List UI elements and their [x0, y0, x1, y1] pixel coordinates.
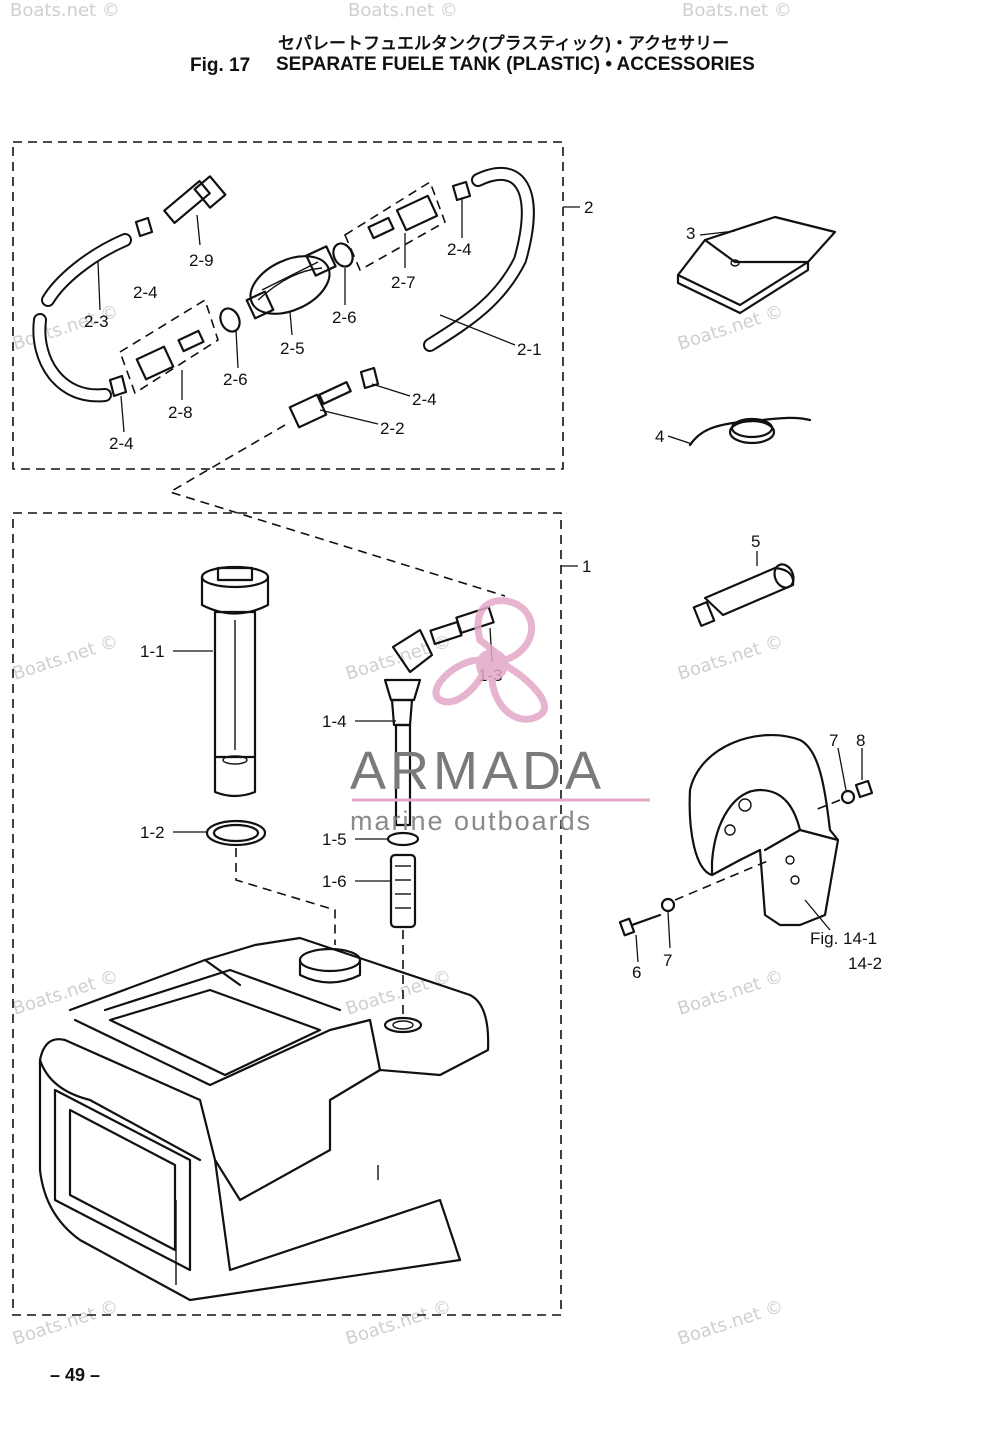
label-1-5: 1-5 [322, 830, 347, 849]
check-valve-2-8 [108, 298, 219, 398]
label-2-1: 2-1 [517, 340, 542, 359]
connector-2-2 [288, 366, 380, 429]
label-5: 5 [751, 532, 760, 551]
label-2-7: 2-7 [391, 273, 416, 292]
leaders-2 [97, 198, 516, 597]
site-watermark: Boats.net © [343, 631, 454, 685]
label-7: 7 [829, 731, 838, 750]
label-8: 8 [856, 731, 865, 750]
site-watermark: Boats.net © [675, 966, 786, 1020]
site-watermark: Boats.net © [675, 1296, 786, 1350]
label-6: 6 [632, 963, 641, 982]
clamp-bracket-fig14 [688, 733, 840, 927]
fuel-line-assembly-box [12, 141, 564, 470]
label-7: 7 [663, 951, 672, 970]
site-watermark: Boats.net © [343, 1296, 454, 1350]
gasket-1-2 [205, 819, 267, 847]
title-japanese: セパレートフュエルタンク(プラスティック)・アクセサリー [278, 33, 729, 53]
armada-watermark: ARMADA marine outboards [350, 597, 650, 836]
armada-brand: ARMADA [350, 741, 605, 801]
label-2-4: 2-4 [133, 283, 158, 302]
label-2-4: 2-4 [447, 240, 472, 259]
assembly-line [235, 848, 336, 945]
safety-cord-4 [688, 416, 812, 447]
hose-2-3 [32, 233, 132, 403]
label-2: 2 [584, 198, 593, 217]
label-1-6: 1-6 [322, 872, 347, 891]
hose-2-1 [423, 167, 535, 352]
bolt-6 [618, 913, 662, 937]
label-1: 1 [582, 557, 591, 576]
label-3: 3 [686, 224, 695, 243]
site-watermarks: Boats.net © Boats.net © Boats.net © Boat… [10, 0, 792, 1350]
fuel-tank-assembly-box [12, 512, 562, 1316]
site-watermark: Boats.net © [682, 0, 792, 21]
label-1-4: 1-4 [322, 712, 347, 731]
washer-7 [660, 897, 676, 913]
label-fig-14-1: Fig. 14-1 [810, 929, 877, 948]
label-2-4: 2-4 [412, 390, 437, 409]
assembly-line [814, 799, 841, 811]
propeller-logo-icon [432, 597, 548, 723]
label-2-6: 2-6 [332, 308, 357, 327]
label-1-1: 1-1 [140, 642, 165, 661]
washer-7 [840, 789, 856, 805]
label-2-2: 2-2 [380, 419, 405, 438]
fuel-filter-5 [692, 563, 795, 627]
label-2-3: 2-3 [84, 312, 109, 331]
label-14-2: 14-2 [848, 954, 882, 973]
armada-tagline: marine outboards [350, 806, 592, 836]
site-watermark: Boats.net © [10, 1296, 121, 1350]
fig-number: Fig. 17 [190, 55, 250, 76]
site-watermark: Boats.net © [675, 631, 786, 685]
label-2-5: 2-5 [280, 339, 305, 358]
assembly-line [674, 859, 771, 901]
label-2-9: 2-9 [189, 251, 214, 270]
fuel-gauge-1-1 [200, 565, 270, 798]
label-4: 4 [655, 427, 664, 446]
connector-2-9 [134, 175, 227, 238]
site-watermark: Boats.net © [10, 631, 121, 685]
label-2-6: 2-6 [223, 370, 248, 389]
filter-1-6 [389, 853, 417, 929]
fuel-tank-body [38, 936, 490, 1302]
label-2-4: 2-4 [109, 434, 134, 453]
label-2-8: 2-8 [168, 403, 193, 422]
page-number: – 49 – [50, 1365, 100, 1385]
fuel-pickup-1-4 [383, 678, 422, 827]
check-valve-2-7 [343, 180, 472, 272]
title-english: SEPARATE FUELE TANK (PLASTIC) • ACCESSOR… [276, 54, 755, 75]
site-watermark: Boats.net © [348, 0, 458, 21]
primer-bulb-2-5 [245, 245, 337, 320]
site-watermark: Boats.net © [10, 0, 120, 21]
label-1-2: 1-2 [140, 823, 165, 842]
site-watermark: Boats.net © [10, 966, 121, 1020]
nut-8 [854, 779, 874, 799]
tool-bag-3 [676, 215, 837, 315]
